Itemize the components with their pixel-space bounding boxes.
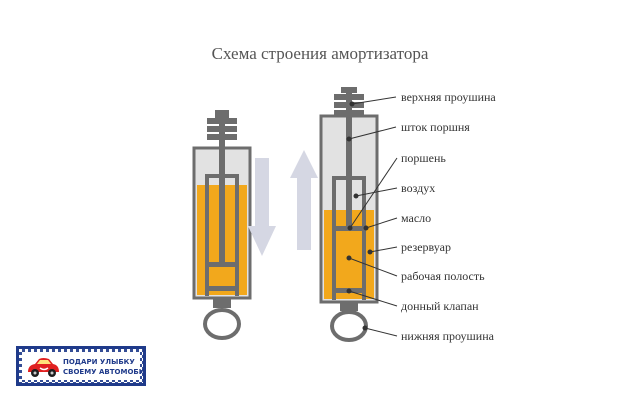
- right-bottom-eye: [330, 310, 368, 342]
- leader-top-eye: [351, 96, 397, 105]
- car-icon: [28, 358, 59, 377]
- leader-dot: [362, 325, 368, 331]
- leader-air: [355, 187, 398, 197]
- left-inner-wall: [205, 176, 209, 296]
- leader-dot: [363, 225, 369, 231]
- leader-dot: [346, 255, 352, 261]
- label-bottom-valve: донный клапан: [401, 299, 479, 313]
- left-shock-absorber: [192, 110, 252, 340]
- right-inner-wall: [362, 178, 366, 300]
- right-piston-rod: [346, 87, 352, 229]
- leader-bottom-eye: [364, 327, 398, 337]
- leader-rod: [348, 126, 397, 140]
- label-rod: шток поршня: [401, 120, 470, 134]
- diagram-title: Схема строения амортизатора: [211, 44, 429, 63]
- label-reservoir: резервуар: [401, 240, 451, 254]
- left-piston: [209, 262, 235, 267]
- leader-dot: [353, 193, 359, 199]
- badge-line-2: СВОЕМУ АВТОМОБИЛЮ: [63, 368, 145, 376]
- left-bottom-valve: [209, 286, 235, 291]
- badge-line-1: ПОДАРИ УЛЫБКУ: [63, 358, 135, 366]
- label-bottom-eye: нижняя проушина: [401, 329, 494, 343]
- label-piston: поршень: [401, 151, 446, 165]
- left-neck: [213, 298, 231, 308]
- leader-dot: [346, 288, 352, 294]
- left-bottom-eye: [203, 308, 241, 340]
- left-piston-rod: [219, 110, 225, 265]
- down-arrow-icon: [248, 158, 276, 256]
- leader-oil: [365, 217, 398, 229]
- label-top-eye: верхняя проушина: [401, 90, 496, 104]
- leader-working-cavity: [348, 257, 398, 277]
- leader-dot: [349, 101, 355, 107]
- label-oil: масло: [401, 211, 432, 225]
- label-air: воздух: [401, 181, 436, 195]
- up-arrow-icon: [290, 150, 318, 250]
- right-inner-wall: [332, 178, 336, 300]
- leader-dot: [347, 225, 353, 231]
- promo-badge: ПОДАРИ УЛЫБКУ СВОЕМУ АВТОМОБИЛЮ: [16, 346, 146, 386]
- right-shock-absorber: [319, 87, 379, 342]
- leader-dot: [346, 136, 352, 142]
- leader-dot: [367, 249, 373, 255]
- leader-lines: [346, 96, 398, 337]
- leader-bottom-valve: [348, 290, 398, 307]
- leader-reservoir: [369, 246, 398, 253]
- right-neck: [340, 302, 358, 311]
- left-inner-wall: [235, 176, 239, 296]
- label-working-cavity: рабочая полость: [401, 269, 485, 283]
